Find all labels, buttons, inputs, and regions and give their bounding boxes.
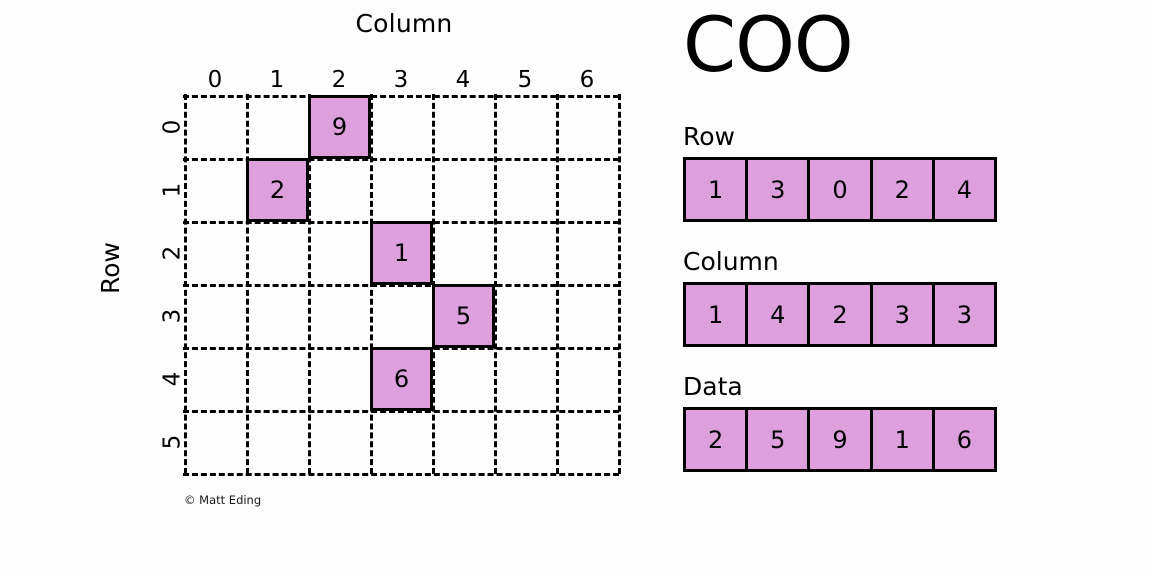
coo-column-array-label: Column (683, 247, 779, 276)
row-array-cell-1: 3 (748, 160, 811, 219)
column-tick-labels: 0 1 2 3 4 5 6 (184, 68, 618, 93)
row-tick-5: 5 (158, 434, 185, 449)
grid-line-vertical (494, 94, 497, 474)
grid-line-vertical (556, 94, 559, 474)
row-axis-title: Row (96, 242, 125, 294)
grid-line-horizontal (183, 158, 619, 161)
data-array-cell-1: 5 (748, 410, 811, 469)
data-array-cell-3: 1 (872, 410, 935, 469)
column-tick-2: 2 (331, 67, 347, 93)
page-title: COO (683, 0, 854, 89)
matrix-cell-r1-c1: 2 (246, 158, 309, 222)
row-tick-0: 0 (158, 119, 185, 134)
grid-line-vertical (184, 94, 187, 474)
column-tick-4: 4 (455, 67, 471, 93)
data-array-cell-0: 2 (686, 410, 749, 469)
matrix-cell-r3-c4: 5 (432, 284, 495, 348)
column-tick-1: 1 (269, 67, 285, 93)
grid-line-vertical (246, 94, 249, 474)
grid-line-vertical (308, 94, 311, 474)
coo-data-array-label: Data (683, 372, 743, 401)
column-axis-title: Column (355, 9, 453, 38)
row-array-cell-2: 0 (810, 160, 873, 219)
row-tick-1: 1 (158, 182, 185, 197)
grid-line-horizontal (183, 95, 619, 98)
row-tick-3: 3 (158, 308, 185, 323)
column-tick-3: 3 (393, 67, 409, 93)
row-tick-2: 2 (158, 245, 185, 260)
grid-line-horizontal (183, 410, 619, 413)
matrix-cell-r2-c3: 1 (370, 221, 433, 285)
grid-line-horizontal (183, 284, 619, 287)
grid-line-horizontal (183, 473, 619, 476)
column-array-cell-1: 4 (748, 285, 811, 344)
matrix-cell-r0-c2: 9 (308, 95, 371, 159)
column-array-cell-4: 3 (934, 285, 995, 344)
matrix-cell-r4-c3: 6 (370, 347, 433, 411)
column-tick-0: 0 (207, 67, 223, 93)
data-array-cell-2: 9 (810, 410, 873, 469)
coo-row-array-label: Row (683, 122, 735, 151)
row-array-cell-3: 2 (872, 160, 935, 219)
row-tick-labels: 0 1 2 3 4 5 (158, 95, 185, 473)
column-array-cell-3: 3 (872, 285, 935, 344)
column-array-cell-0: 1 (686, 285, 749, 344)
row-array-cell-0: 1 (686, 160, 749, 219)
row-tick-4: 4 (158, 371, 185, 386)
data-array-cell-4: 6 (934, 410, 995, 469)
row-array-cell-4: 4 (934, 160, 995, 219)
column-tick-6: 6 (579, 67, 595, 93)
column-array-cell-2: 2 (810, 285, 873, 344)
grid-line-vertical (618, 94, 621, 474)
attribution-text: © Matt Eding (184, 493, 262, 507)
column-tick-5: 5 (517, 67, 533, 93)
